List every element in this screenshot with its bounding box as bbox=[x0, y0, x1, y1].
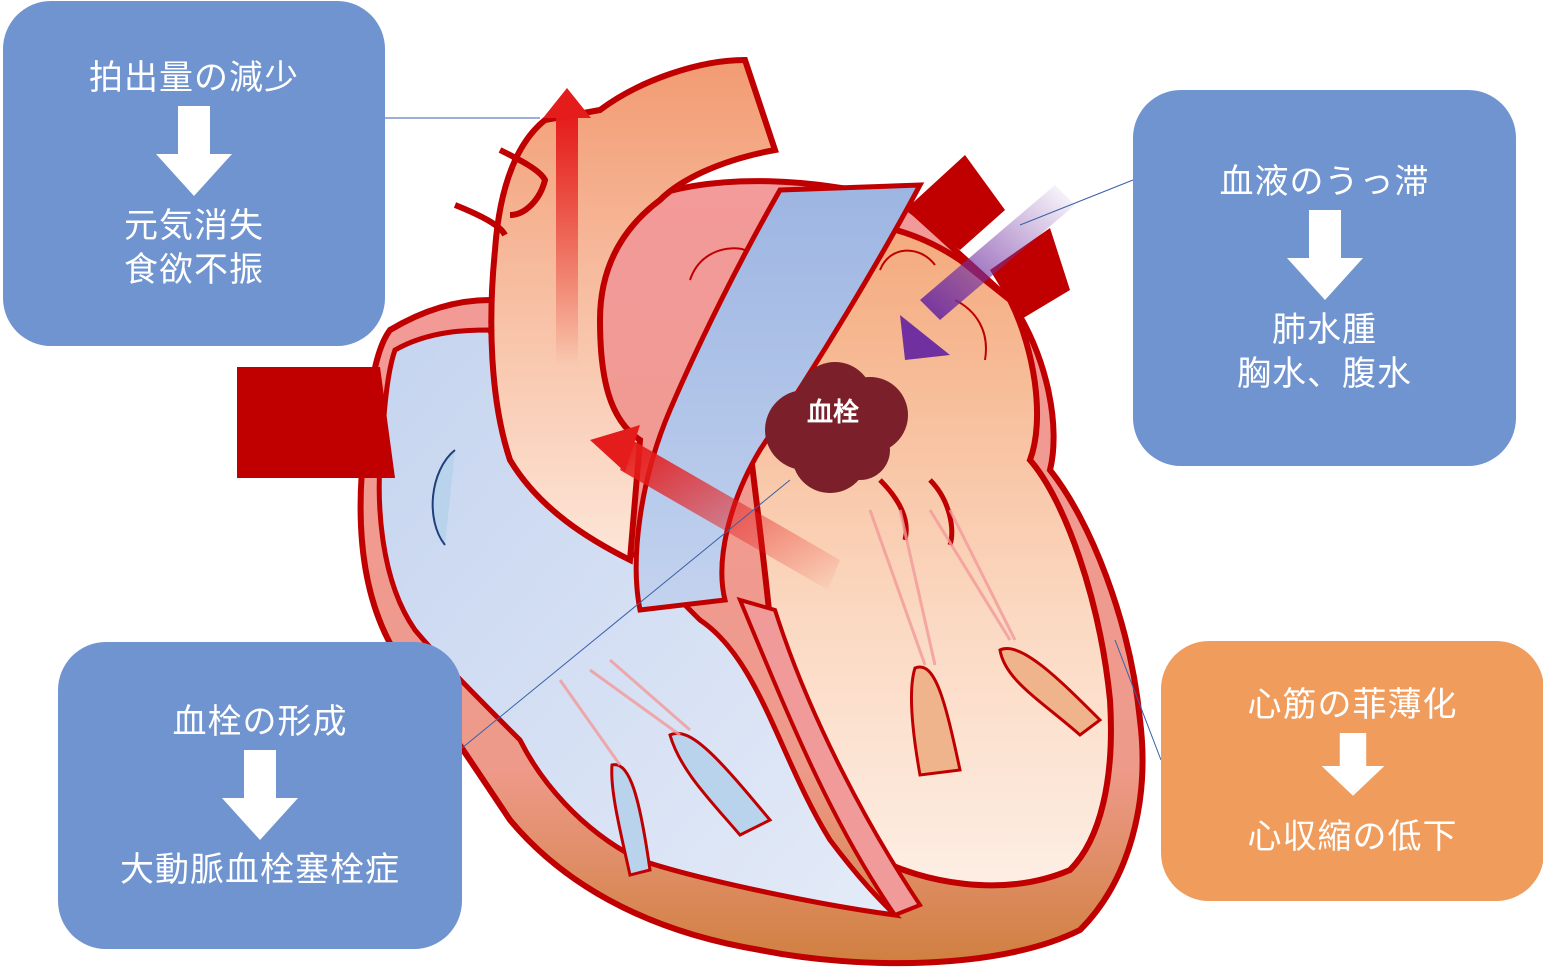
blood-congestion-box: 血液のうっ滞 肺水腫 胸水、腹水 bbox=[1133, 90, 1516, 466]
leader-lines bbox=[385, 117, 1162, 761]
blood-congestion-cause: 血液のうっ滞 bbox=[1219, 162, 1430, 202]
cardiac-output-cause: 拍出量の減少 bbox=[89, 57, 299, 98]
down-arrow-icon bbox=[1286, 210, 1363, 300]
blood-congestion-effect-2: 胸水、腹水 bbox=[1237, 354, 1412, 394]
down-arrow-icon bbox=[156, 105, 232, 196]
myocardial-thinning-cause: 心筋の菲薄化 bbox=[1247, 685, 1458, 725]
thrombus-formation-cause: 血栓の形成 bbox=[172, 701, 348, 742]
valve-curve-upper-left bbox=[689, 247, 746, 281]
papillary-muscle-left-b bbox=[668, 731, 773, 837]
interventricular-septum bbox=[736, 596, 924, 918]
down-arrow-icon bbox=[1321, 733, 1384, 796]
output-arrow-diagonal bbox=[590, 425, 840, 590]
clot-label: 血栓 bbox=[806, 398, 859, 428]
pulmonary-vein-lower bbox=[990, 228, 1070, 320]
blood-clot bbox=[765, 362, 908, 493]
papillary-muscle-right-a bbox=[909, 665, 962, 777]
down-arrow-icon bbox=[222, 749, 298, 840]
thrombus-formation-effect-1: 大動脈血栓塞栓症 bbox=[120, 849, 400, 890]
valve-curve-upper-right bbox=[879, 249, 987, 361]
valve-curve-left bbox=[431, 449, 456, 546]
chordae-tendineae bbox=[558, 509, 1017, 766]
cardiac-output-effect-2: 食欲不振 bbox=[124, 249, 264, 290]
output-arrow-up bbox=[543, 88, 591, 365]
cardiac-output-box: 拍出量の減少 元気消失 食欲不振 bbox=[3, 1, 385, 346]
aortic-branches bbox=[453, 147, 549, 237]
blood-congestion-effect-1: 肺水腫 bbox=[1272, 310, 1377, 350]
vena-cava bbox=[237, 367, 395, 478]
papillary-muscle-right-b bbox=[998, 647, 1103, 737]
pulmonary-vein-upper bbox=[905, 155, 1005, 250]
myocardial-thinning-box: 心筋の菲薄化 心収縮の低下 bbox=[1161, 641, 1543, 901]
papillary-muscle-left-a bbox=[610, 763, 652, 877]
cardiac-output-effect-1: 元気消失 bbox=[124, 205, 264, 246]
thrombus-formation-box: 血栓の形成 大動脈血栓塞栓症 bbox=[58, 642, 462, 949]
myocardial-thinning-effect-1: 心収縮の低下 bbox=[1247, 817, 1458, 857]
